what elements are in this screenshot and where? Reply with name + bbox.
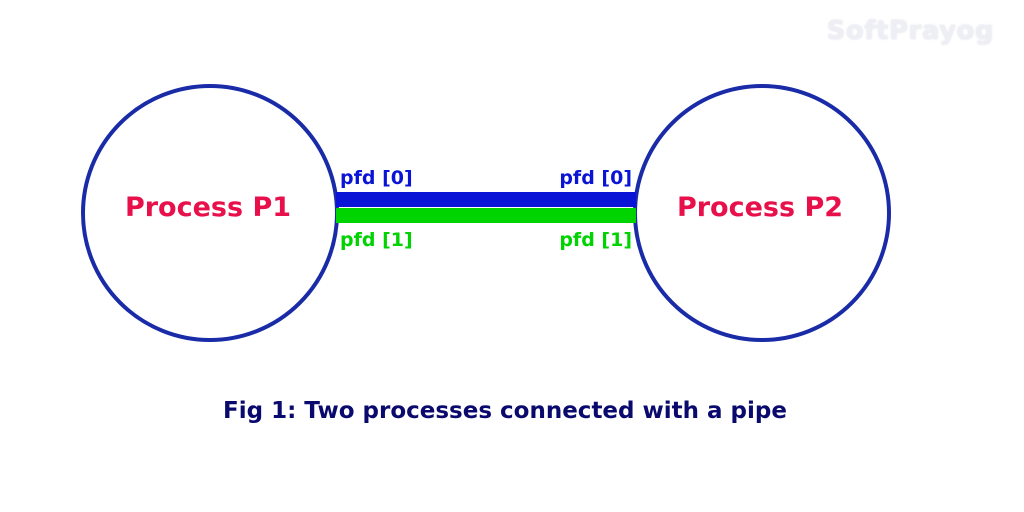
pipe-read-bar (336, 192, 636, 207)
right-read-fd-label: pfd [0] (559, 167, 632, 189)
process-p2-label: Process P2 (677, 192, 843, 223)
process-p1-label: Process P1 (125, 192, 291, 223)
right-write-fd-label: pfd [1] (559, 229, 632, 251)
watermark-logo: SoftPrayog (826, 16, 994, 46)
figure-caption: Fig 1: Two processes connected with a pi… (223, 398, 787, 424)
left-write-fd-label: pfd [1] (340, 229, 413, 251)
left-read-fd-label: pfd [0] (340, 167, 413, 189)
pipe-write-bar (336, 208, 636, 223)
